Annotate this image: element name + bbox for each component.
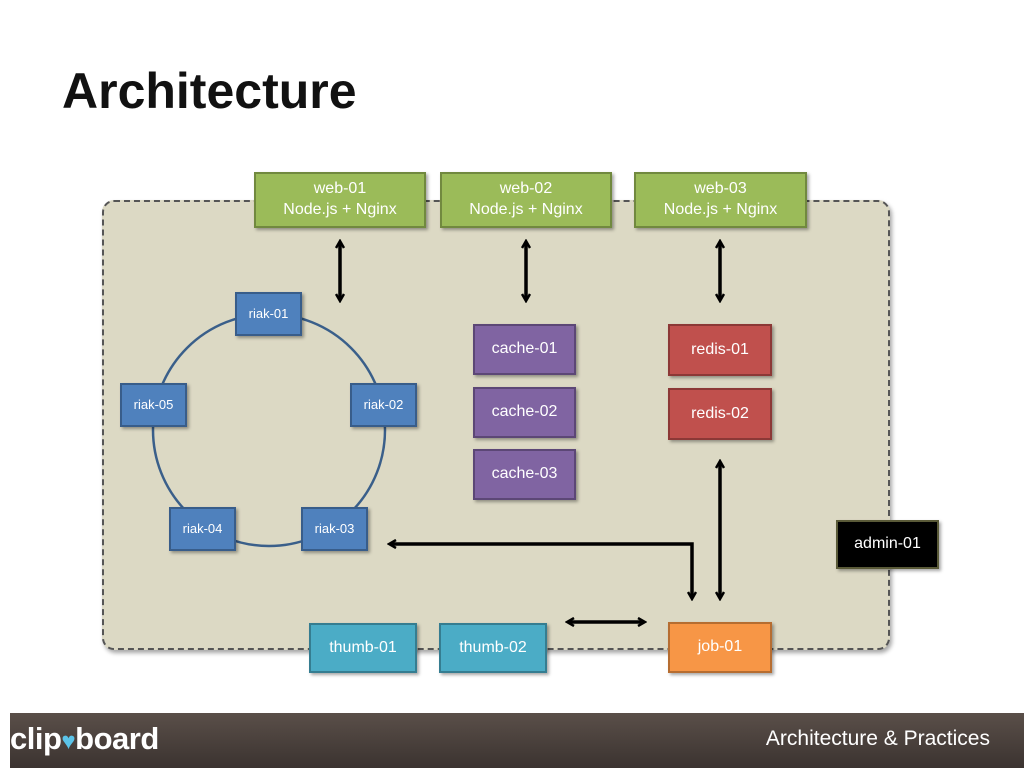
job-01-box: job-01 [668, 622, 772, 673]
cache-03-box: cache-03 [473, 449, 576, 500]
web-02-name: web-02 [499, 180, 553, 198]
riak-job-arrow [390, 544, 692, 598]
web-03-stack: Node.js + Nginx [663, 201, 778, 218]
logo-text-right: board [75, 721, 159, 756]
riak-01-box: riak-01 [235, 292, 302, 336]
clipboard-logo: clip♥board [10, 721, 159, 757]
slide-title: Architecture [62, 63, 357, 119]
logo-text-left: clip [10, 721, 62, 756]
web-01-box: web-01 Node.js + Nginx [254, 172, 426, 228]
web-03-name: web-03 [694, 180, 747, 198]
web-03-box: web-03 Node.js + Nginx [634, 172, 807, 228]
riak-04-box: riak-04 [169, 507, 236, 551]
footer-subtitle: Architecture & Practices [765, 727, 990, 750]
riak-05-box: riak-05 [120, 383, 187, 427]
web-01-stack: Node.js + Nginx [283, 201, 397, 218]
web-02-box: web-02 Node.js + Nginx [440, 172, 612, 228]
thumb-01-box: thumb-01 [309, 623, 417, 673]
redis-02-box: redis-02 [668, 388, 772, 440]
thumb-02-box: thumb-02 [439, 623, 547, 673]
heart-icon: ♥ [61, 728, 76, 755]
riak-03-box: riak-03 [301, 507, 368, 551]
riak-02-box: riak-02 [350, 383, 417, 427]
redis-01-box: redis-01 [668, 324, 772, 376]
cache-02-box: cache-02 [473, 387, 576, 438]
footer-bar: clip♥board Architecture & Practices [10, 713, 1024, 768]
web-02-stack: Node.js + Nginx [469, 201, 583, 218]
web-01-name: web-01 [313, 180, 367, 198]
admin-01-box: admin-01 [836, 520, 939, 569]
cache-01-box: cache-01 [473, 324, 576, 375]
